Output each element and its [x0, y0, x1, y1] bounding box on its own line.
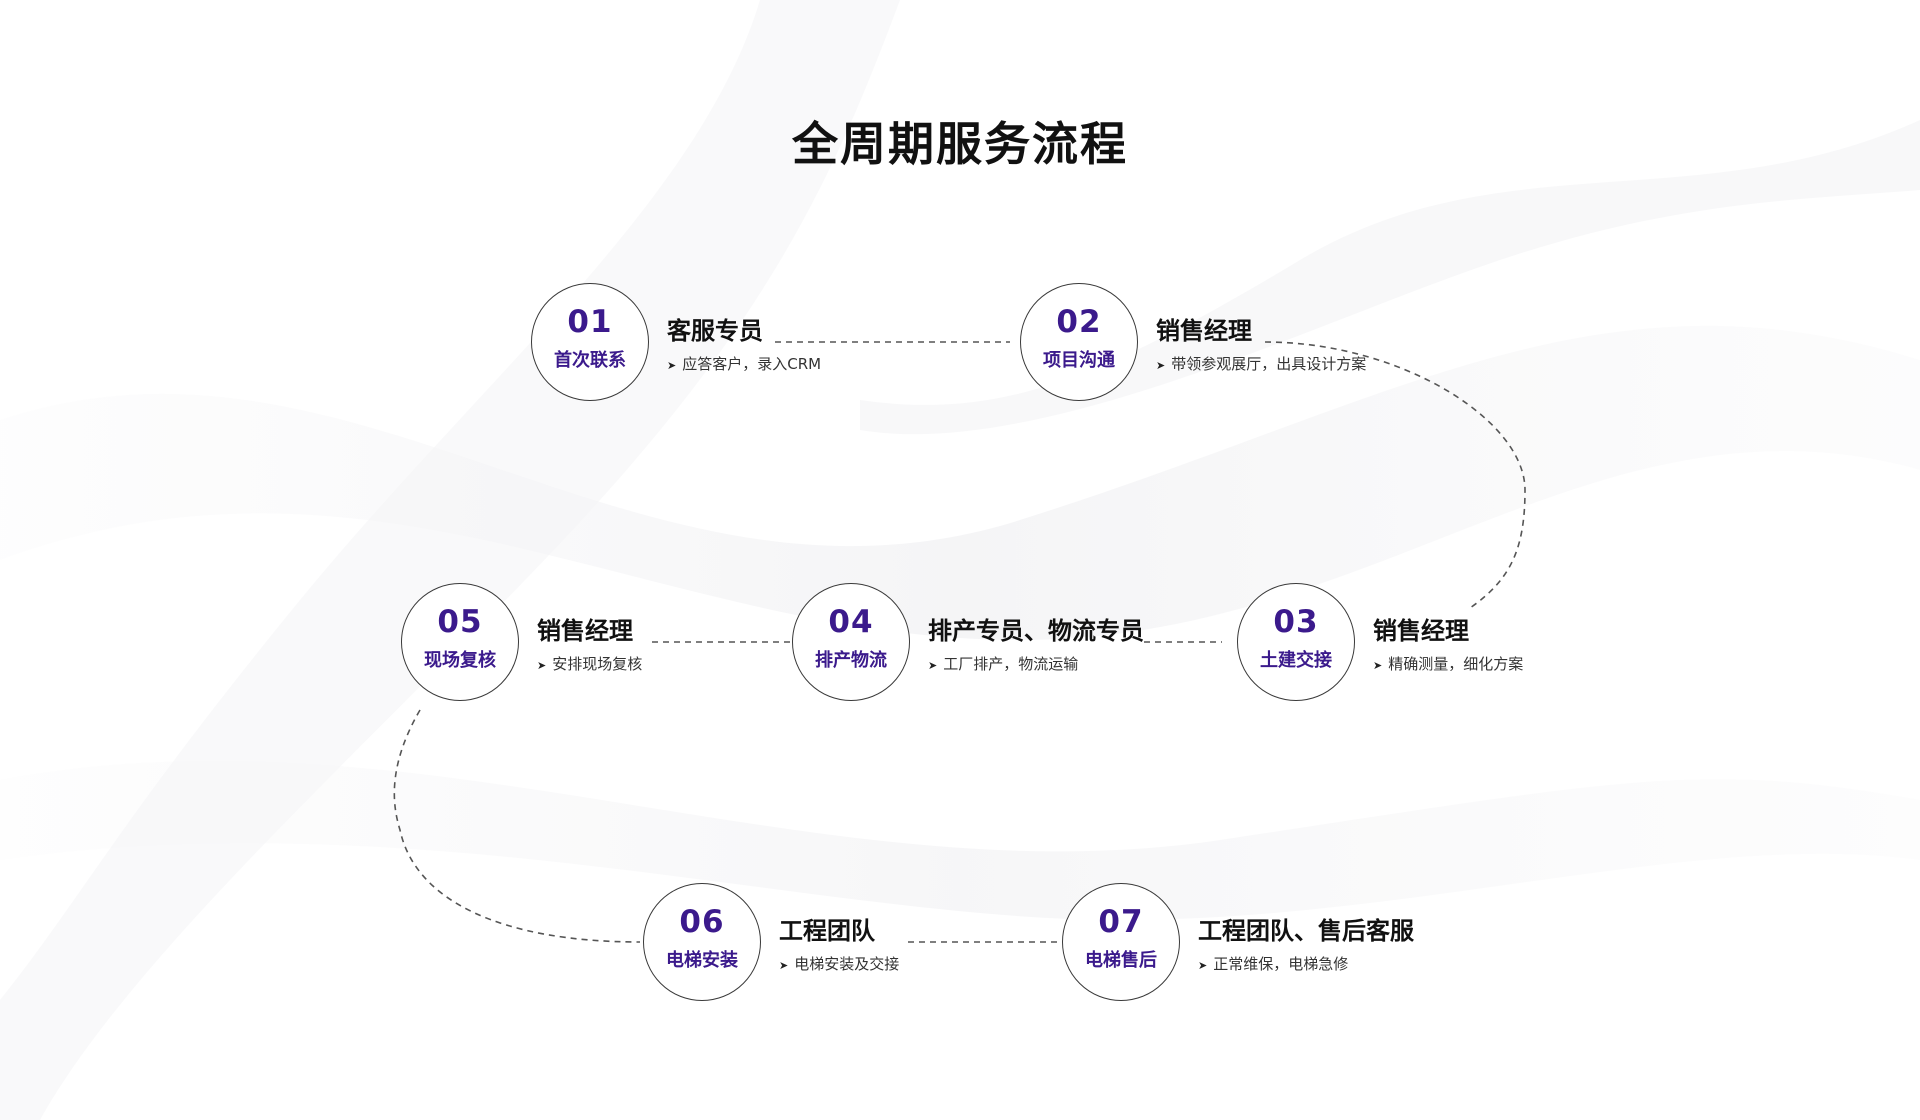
step-circle: 04 排产物流	[792, 583, 910, 701]
step-desc: ➤ 电梯安装及交接	[779, 953, 899, 974]
step-desc-text: 应答客户，录入CRM	[682, 355, 822, 373]
step-name: 土建交接	[1260, 650, 1332, 671]
step-name: 电梯售后	[1085, 950, 1157, 971]
background-wave	[0, 0, 900, 1120]
background-wave	[0, 760, 1920, 920]
arrow-right-icon: ➤	[1373, 659, 1383, 672]
step-circle: 03 土建交接	[1237, 583, 1355, 701]
connector-02-03	[1264, 341, 1526, 609]
step-number: 02	[1056, 304, 1102, 340]
arrow-right-icon: ➤	[928, 659, 938, 672]
step-desc: ➤ 精确测量，细化方案	[1373, 653, 1523, 674]
step-name: 排产物流	[815, 650, 887, 671]
step-role: 工程团队、售后客服	[1198, 917, 1414, 945]
step-circle: 05 现场复核	[401, 583, 519, 701]
step-name: 首次联系	[554, 350, 626, 371]
step-desc: ➤ 应答客户，录入CRM	[667, 353, 821, 374]
step-role: 排产专员、物流专员	[928, 617, 1144, 645]
background-wave	[0, 325, 1920, 640]
step-role: 销售经理	[1373, 617, 1469, 645]
step-number: 03	[1273, 604, 1319, 640]
step-desc: ➤ 安排现场复核	[537, 653, 642, 674]
step-desc-text: 电梯安装及交接	[794, 955, 900, 973]
step-desc-text: 精确测量，细化方案	[1388, 655, 1524, 673]
step-desc-text: 正常维保，电梯急修	[1213, 955, 1349, 973]
step-role: 销售经理	[1156, 317, 1252, 345]
step-role: 销售经理	[537, 617, 633, 645]
step-circle: 02 项目沟通	[1020, 283, 1138, 401]
step-number: 01	[567, 304, 613, 340]
page-title: 全周期服务流程	[792, 117, 1128, 171]
step-number: 07	[1098, 904, 1144, 940]
step-name: 现场复核	[424, 650, 496, 671]
step-circle: 07 电梯售后	[1062, 883, 1180, 1001]
step-number: 05	[437, 604, 483, 640]
arrow-right-icon: ➤	[1198, 959, 1208, 972]
arrow-right-icon: ➤	[667, 359, 677, 372]
step-number: 06	[679, 904, 725, 940]
step-circle: 01 首次联系	[531, 283, 649, 401]
connector-05-06	[393, 709, 641, 943]
step-number: 04	[828, 604, 874, 640]
arrow-right-icon: ➤	[1156, 359, 1166, 372]
step-desc-text: 安排现场复核	[552, 655, 643, 673]
arrow-right-icon: ➤	[537, 659, 547, 672]
step-name: 项目沟通	[1043, 350, 1115, 371]
step-desc: ➤ 工厂排产，物流运输	[928, 653, 1078, 674]
step-name: 电梯安装	[666, 950, 738, 971]
step-role: 工程团队	[779, 917, 875, 945]
step-circle: 06 电梯安装	[643, 883, 761, 1001]
step-desc-text: 工厂排产，物流运输	[943, 655, 1079, 673]
step-desc: ➤ 带领参观展厅，出具设计方案	[1156, 353, 1366, 374]
step-desc: ➤ 正常维保，电梯急修	[1198, 953, 1348, 974]
step-role: 客服专员	[667, 317, 763, 345]
arrow-right-icon: ➤	[779, 959, 789, 972]
step-desc-text: 带领参观展厅，出具设计方案	[1171, 355, 1367, 373]
